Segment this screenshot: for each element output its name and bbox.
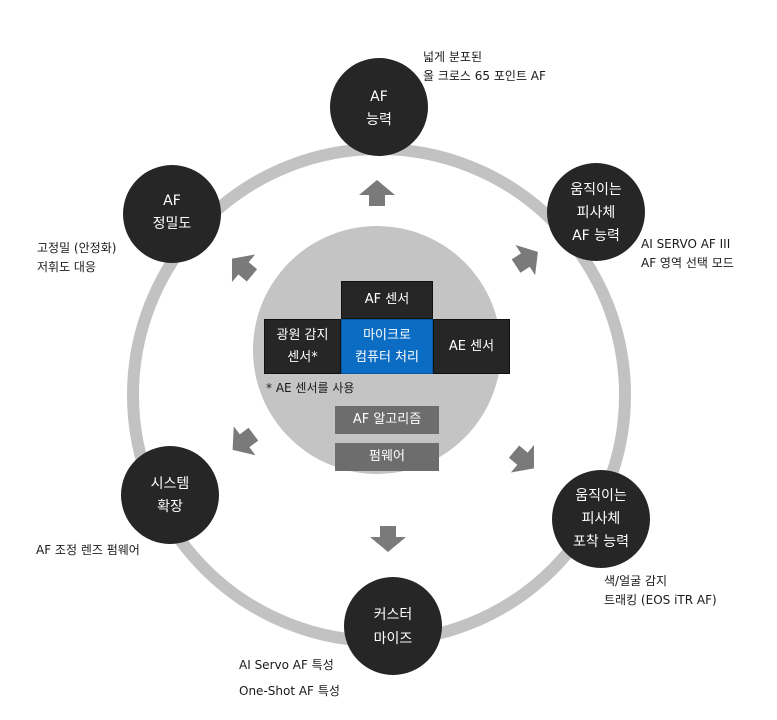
firmware-box: 펌웨어 bbox=[335, 443, 439, 471]
arrow-to-system-expansion bbox=[232, 426, 259, 456]
node-moving-subject-tracking-line-2: 피사체 bbox=[582, 511, 621, 527]
caption-moving-subject-af-line-2: AF 영역 선택 모드 bbox=[641, 256, 734, 270]
node-moving-subject-af-line-1: 움직이는 bbox=[570, 182, 622, 198]
light-sensor-box: 광원 감지 센서* bbox=[264, 319, 341, 374]
arrow-to-af-capability bbox=[359, 180, 395, 206]
node-af-capability-line-1: AF bbox=[370, 89, 388, 105]
node-moving-subject-af-line-3: AF 능력 bbox=[572, 228, 620, 244]
node-af-capability: AF 능력 bbox=[330, 58, 428, 156]
node-moving-subject-af-line-2: 피사체 bbox=[577, 205, 616, 221]
caption-customize-line-1: AI Servo AF 특성 bbox=[239, 658, 334, 672]
node-customize-line-2: 마이즈 bbox=[374, 631, 413, 647]
af-algorithm-label: AF 알고리즘 bbox=[352, 412, 422, 427]
node-customize-line-1: 커스터 bbox=[374, 607, 413, 623]
caption-system-expansion-line-1: AF 조정 렌즈 펌웨어 bbox=[36, 543, 140, 557]
node-system-expansion: 시스템 확장 bbox=[121, 446, 219, 544]
caption-af-capability-line-1: 넓게 분포된 bbox=[423, 50, 483, 64]
microcomputer-line-2: 컴퓨터 처리 bbox=[355, 349, 419, 365]
caption-moving-subject-tracking-line-2: 트래킹 (EOS iTR AF) bbox=[604, 593, 717, 607]
node-af-precision-line-1: AF bbox=[163, 193, 181, 209]
light-sensor-line-2: 센서* bbox=[287, 349, 318, 365]
node-system-expansion-line-1: 시스템 bbox=[151, 476, 190, 492]
af-sensor-box: AF 센서 bbox=[341, 281, 433, 319]
node-af-capability-line-2: 능력 bbox=[366, 112, 392, 128]
caption-customize-line-2: One-Shot AF 특성 bbox=[239, 684, 340, 698]
node-system-expansion-line-2: 확장 bbox=[157, 499, 183, 515]
ae-sensor-note: * AE 센서를 사용 bbox=[266, 381, 355, 395]
node-customize: 커스터 마이즈 bbox=[344, 577, 442, 675]
caption-moving-subject-tracking-line-1: 색/얼굴 감지 bbox=[604, 574, 668, 588]
caption-af-capability: 넓게 분포된 올 크로스 65 포인트 AF bbox=[423, 48, 546, 86]
arrow-to-moving-subject-af bbox=[511, 244, 538, 276]
node-af-precision: AF 정밀도 bbox=[123, 165, 221, 263]
caption-customize: AI Servo AF 특성 One-Shot AF 특성 bbox=[239, 652, 340, 704]
microcomputer-box: 마이크로 컴퓨터 처리 bbox=[341, 319, 433, 374]
caption-moving-subject-af: AI SERVO AF III AF 영역 선택 모드 bbox=[641, 235, 734, 273]
af-algorithm-box: AF 알고리즘 bbox=[335, 406, 439, 434]
arrow-to-af-precision bbox=[231, 254, 258, 283]
caption-af-precision-line-2: 저휘도 대응 bbox=[37, 260, 97, 274]
node-moving-subject-af: 움직이는 피사체 AF 능력 bbox=[547, 163, 645, 261]
node-moving-subject-tracking-line-3: 포착 능력 bbox=[573, 534, 629, 550]
node-af-precision-line-2: 정밀도 bbox=[153, 216, 192, 232]
caption-system-expansion: AF 조정 렌즈 펌웨어 bbox=[36, 541, 140, 560]
light-sensor-line-1: 광원 감지 bbox=[276, 327, 329, 343]
caption-af-precision-line-1: 고정밀 (안정화) bbox=[37, 241, 117, 255]
caption-af-precision: 고정밀 (안정화) 저휘도 대응 bbox=[37, 239, 116, 277]
af-sensor-label: AF 센서 bbox=[364, 292, 410, 307]
firmware-label: 펌웨어 bbox=[369, 449, 405, 464]
arrow-to-moving-subject-tracking bbox=[508, 444, 535, 473]
node-moving-subject-tracking: 움직이는 피사체 포착 능력 bbox=[552, 470, 650, 568]
arrow-to-customize bbox=[370, 526, 406, 552]
caption-moving-subject-tracking: 색/얼굴 감지 트래킹 (EOS iTR AF) bbox=[604, 572, 717, 610]
node-moving-subject-tracking-line-1: 움직이는 bbox=[575, 488, 627, 504]
ae-sensor-label: AE 센서 bbox=[448, 338, 495, 354]
caption-af-capability-line-2: 올 크로스 65 포인트 AF bbox=[423, 69, 546, 83]
microcomputer-line-1: 마이크로 bbox=[363, 327, 411, 343]
caption-moving-subject-af-line-1: AI SERVO AF III bbox=[641, 237, 731, 251]
ae-sensor-box: AE 센서 bbox=[433, 319, 510, 374]
